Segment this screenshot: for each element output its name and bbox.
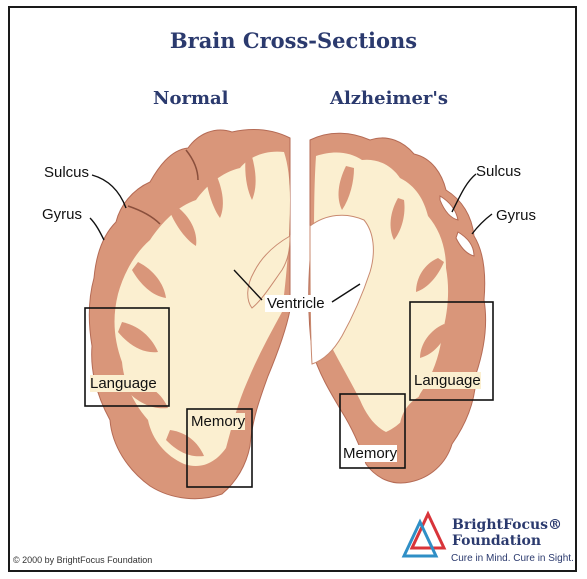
logo-name-line1: BrightFocus®: [452, 517, 562, 533]
sulcus-label-left: Sulcus: [44, 164, 89, 181]
logo-name-line2: Foundation: [452, 533, 541, 549]
gyrus-label-left: Gyrus: [42, 206, 82, 223]
gyrus-right-pointer: [472, 214, 492, 234]
alzheimers-brain-section: [309, 133, 486, 483]
language-label-alz: Language: [414, 372, 481, 389]
sulcus-left-pointer: [92, 175, 126, 208]
memory-label-alz: Memory: [343, 445, 397, 462]
ventricle-label: Ventricle: [265, 295, 327, 312]
gyrus-left-pointer: [90, 218, 104, 240]
memory-label-normal: Memory: [191, 413, 245, 430]
normal-brain-section: [89, 130, 290, 499]
logo-tagline: Cure in Mind. Cure in Sight.: [451, 553, 574, 564]
gyrus-label-right: Gyrus: [496, 207, 536, 224]
brightfocus-logo-mark: [404, 514, 444, 556]
language-label-normal: Language: [90, 375, 157, 392]
sulcus-label-right: Sulcus: [476, 163, 521, 180]
copyright-text: © 2000 by BrightFocus Foundation: [13, 555, 152, 565]
